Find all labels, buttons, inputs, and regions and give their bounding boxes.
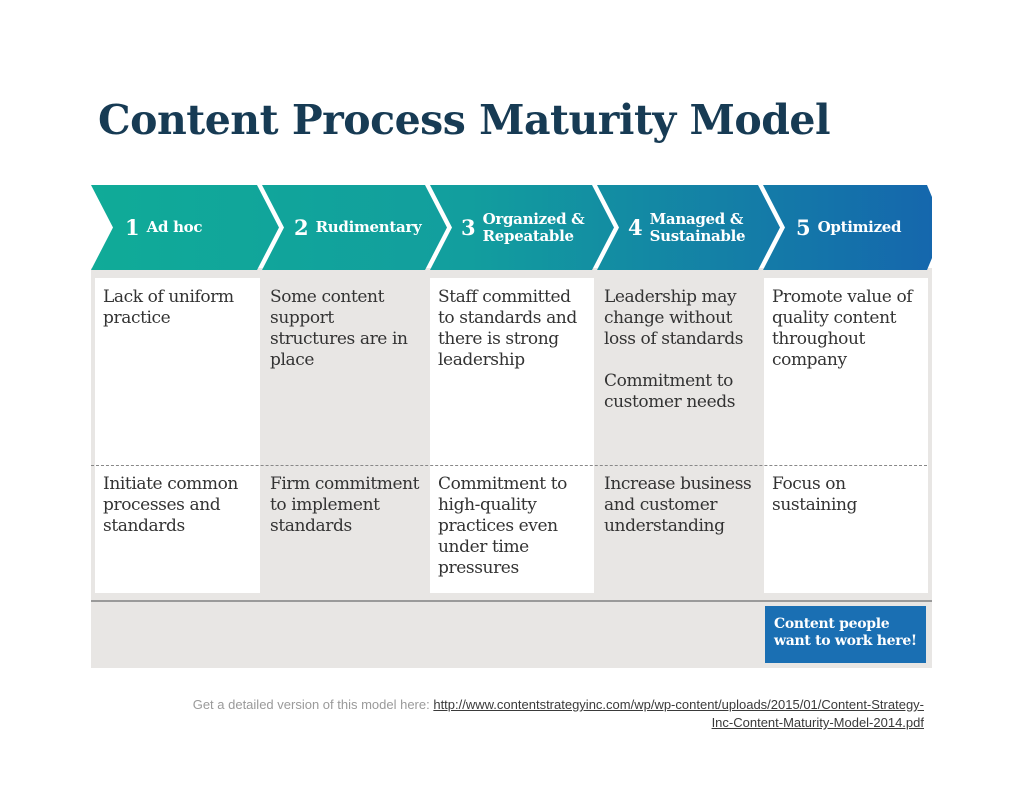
bottom-divider bbox=[91, 600, 932, 602]
stage-4-label: 4 Managed &Sustainable bbox=[628, 185, 746, 270]
stage-4-goal: Increase business and customer understan… bbox=[604, 474, 752, 536]
stage-5-number: 5 bbox=[796, 215, 811, 240]
source-footer: Get a detailed version of this model her… bbox=[98, 696, 924, 732]
stage-4-characteristic: Leadership may change without loss of st… bbox=[604, 287, 757, 413]
stage-1-number: 1 bbox=[125, 215, 140, 240]
stage-chevrons bbox=[91, 185, 932, 270]
stage-2-goal: Firm commitment to implement standards bbox=[270, 474, 420, 536]
stage-4-name: Managed &Sustainable bbox=[649, 209, 746, 245]
stage-5-chevron bbox=[763, 185, 932, 270]
stage-2-column: Some content support structures are in p… bbox=[262, 278, 427, 593]
stage-5-goal: Focus on sustaining bbox=[772, 474, 858, 515]
source-link[interactable]: http://www.contentstrategyinc.com/wp/wp-… bbox=[433, 697, 924, 730]
stage-5-label: 5 Optimized bbox=[796, 185, 902, 270]
row-divider bbox=[91, 465, 927, 466]
stage-2-number: 2 bbox=[294, 215, 309, 240]
stage-3-name: Organized &Repeatable bbox=[482, 209, 585, 245]
stage-5-characteristic: Promote value of quality content through… bbox=[772, 287, 913, 370]
stage-2-name: Rudimentary bbox=[315, 218, 422, 236]
stage-2-chevron bbox=[262, 185, 447, 270]
stage-4-number: 4 bbox=[628, 215, 643, 240]
stage-5-name: Optimized bbox=[817, 218, 902, 236]
stage-5-column: Promote value of quality content through… bbox=[764, 278, 928, 593]
stage-3-number: 3 bbox=[461, 215, 476, 240]
page-title: Content Process Maturity Model bbox=[98, 96, 831, 144]
stage-2-label: 2 Rudimentary bbox=[294, 185, 422, 270]
stage-1-characteristic: Lack of uniform practice bbox=[103, 287, 234, 328]
stage-4-column: Leadership may change without loss of st… bbox=[596, 278, 761, 593]
stage-3-label: 3 Organized &Repeatable bbox=[461, 185, 585, 270]
stage-4-chevron bbox=[597, 185, 780, 270]
stage-4-characteristic-2: Commitment to customer needs bbox=[604, 371, 736, 412]
footer-prefix: Get a detailed version of this model her… bbox=[192, 697, 434, 712]
stage-1-chevron bbox=[91, 185, 279, 270]
stage-2-characteristic: Some content support structures are in p… bbox=[270, 287, 408, 370]
stage-1-name: Ad hoc bbox=[146, 218, 203, 236]
stage-3-column: Staff committed to standards and there i… bbox=[430, 278, 594, 593]
stage-1-column: Lack of uniform practice Initiate common… bbox=[95, 278, 260, 593]
stage-3-goal: Commitment to high-quality practices eve… bbox=[438, 474, 567, 578]
stage-3-chevron bbox=[430, 185, 614, 270]
stage-1-label: 1 Ad hoc bbox=[125, 185, 203, 270]
stage-3-characteristic: Staff committed to standards and there i… bbox=[438, 287, 577, 370]
stage-1-goal: Initiate common processes and standards bbox=[103, 474, 238, 536]
maturity-model-diagram: 1 Ad hoc 2 Rudimentary 3 Organized &Repe… bbox=[91, 185, 932, 668]
